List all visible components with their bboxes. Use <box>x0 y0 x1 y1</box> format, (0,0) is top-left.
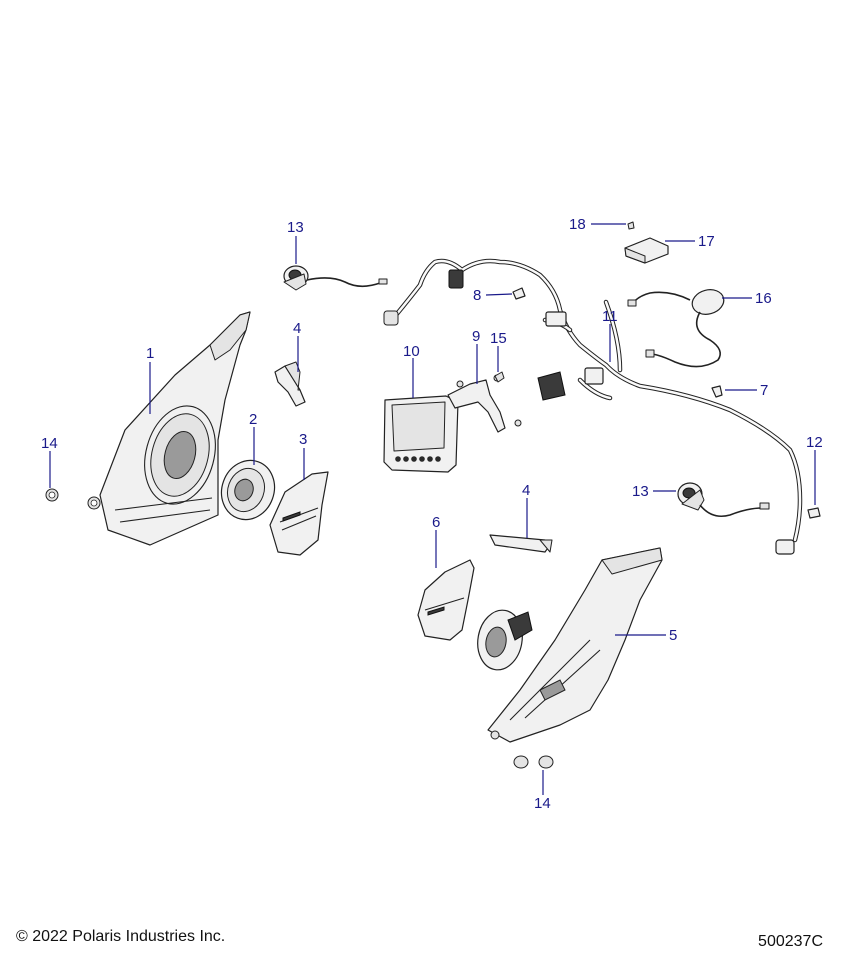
part-14-grommet-pod-left <box>87 496 101 510</box>
part-12-connector <box>807 507 821 519</box>
part-16-antenna <box>627 289 725 368</box>
callout-1: 1 <box>146 345 154 362</box>
part-11-wiring-harness <box>383 258 803 555</box>
callout-13-lower: 13 <box>632 483 649 500</box>
callout-11: 11 <box>602 308 618 325</box>
part-4-upper-bracket <box>274 361 306 407</box>
callout-16: 16 <box>755 290 772 307</box>
callout-14-lower: 14 <box>534 795 551 812</box>
callout-15: 15 <box>490 330 507 347</box>
part-2-left-speaker <box>220 459 276 521</box>
part-10-display <box>383 395 459 473</box>
callout-8: 8 <box>473 287 481 304</box>
diagram-number: 500237C <box>758 933 823 950</box>
part-9-display-bracket <box>447 374 522 433</box>
callout-9: 9 <box>472 328 480 345</box>
part-3-left-grille <box>269 471 329 556</box>
callout-5: 5 <box>669 627 677 644</box>
leader-lines <box>49 223 816 795</box>
part-4-lower-bracket <box>489 534 553 553</box>
part-13-lower-tweeter <box>677 482 770 518</box>
callout-2: 2 <box>249 411 257 428</box>
callout-12: 12 <box>806 434 823 451</box>
callout-4-lower: 4 <box>522 482 530 499</box>
part-14-grommet-lower-a <box>513 755 529 769</box>
part-18-screw <box>627 221 635 230</box>
part-17-module <box>624 237 669 264</box>
part-6-right-grille <box>417 559 475 641</box>
callout-7: 7 <box>760 382 768 399</box>
part-5-right-speaker-pod <box>487 547 663 743</box>
part-13-upper-tweeter <box>283 265 388 291</box>
part-15-screw <box>494 371 505 383</box>
callout-18: 18 <box>569 216 586 233</box>
copyright-text: © 2022 Polaris Industries Inc. <box>16 928 226 945</box>
callout-17: 17 <box>698 233 715 250</box>
callout-labels: 1 2 3 4 4 5 6 7 8 9 10 11 12 13 13 14 14… <box>41 216 823 812</box>
part-1-left-speaker-pod <box>99 311 251 546</box>
callout-6: 6 <box>432 514 440 531</box>
callout-13-upper: 13 <box>287 219 304 236</box>
callout-10: 10 <box>403 343 420 360</box>
part-8-fastener <box>512 287 526 300</box>
part-14-grommet-lower-b <box>538 755 554 769</box>
part-7-clip <box>711 385 723 398</box>
callout-3: 3 <box>299 431 307 448</box>
part-14-grommet-left <box>45 488 59 502</box>
right-speaker <box>477 609 533 671</box>
callout-4-upper: 4 <box>293 320 301 337</box>
callout-14-left: 14 <box>41 435 58 452</box>
